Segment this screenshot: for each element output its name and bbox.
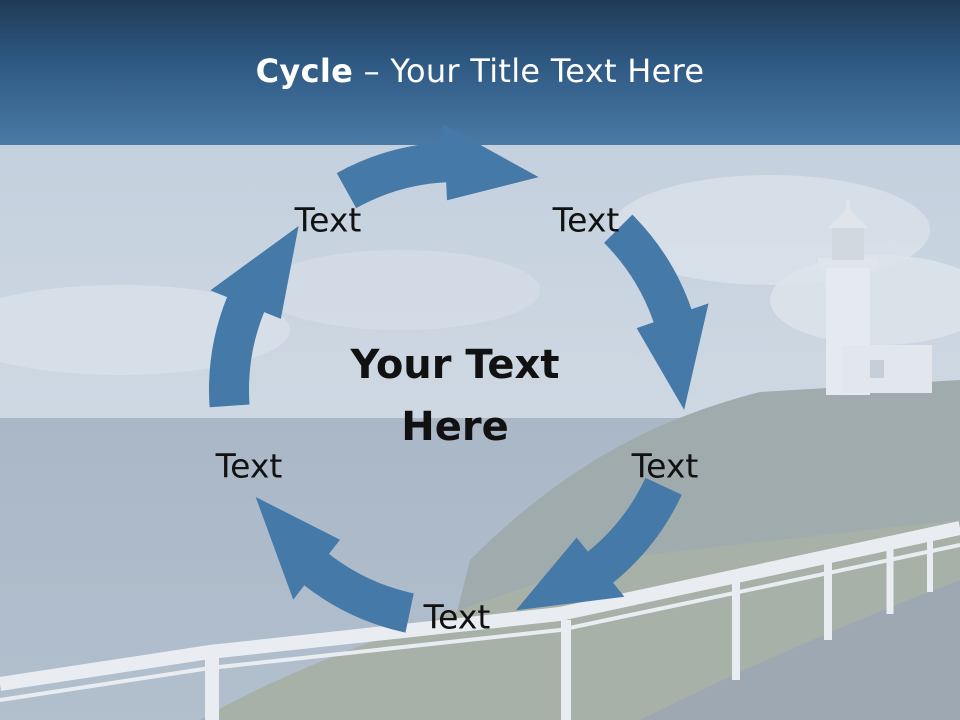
title-rest: – Your Title Text Here [353, 52, 705, 90]
title-bar: Cycle – Your Title Text Here [0, 0, 960, 145]
node-label-right: Text [631, 446, 699, 486]
lighthouse-icon [818, 200, 932, 395]
node-label-bottom: Text [423, 597, 491, 637]
center-text: Your Text Here [351, 334, 560, 458]
cycle-arrow-bottom-left [255, 497, 414, 633]
node-label-top-right: Text [552, 200, 620, 240]
center-text-line2: Here [401, 404, 509, 450]
cycle-arrow-top [336, 124, 539, 209]
cycle-arrow-bottom-right [516, 477, 682, 611]
slide-title: Cycle – Your Title Text Here [0, 52, 960, 90]
center-text-line1: Your Text [350, 342, 560, 388]
node-label-top-left: Text [294, 200, 362, 240]
fence [0, 521, 960, 720]
cycle-arrow-left [208, 225, 299, 408]
title-bold: Cycle [255, 52, 354, 90]
node-label-left: Text [215, 446, 283, 486]
cycle-arrow-right [604, 214, 709, 410]
